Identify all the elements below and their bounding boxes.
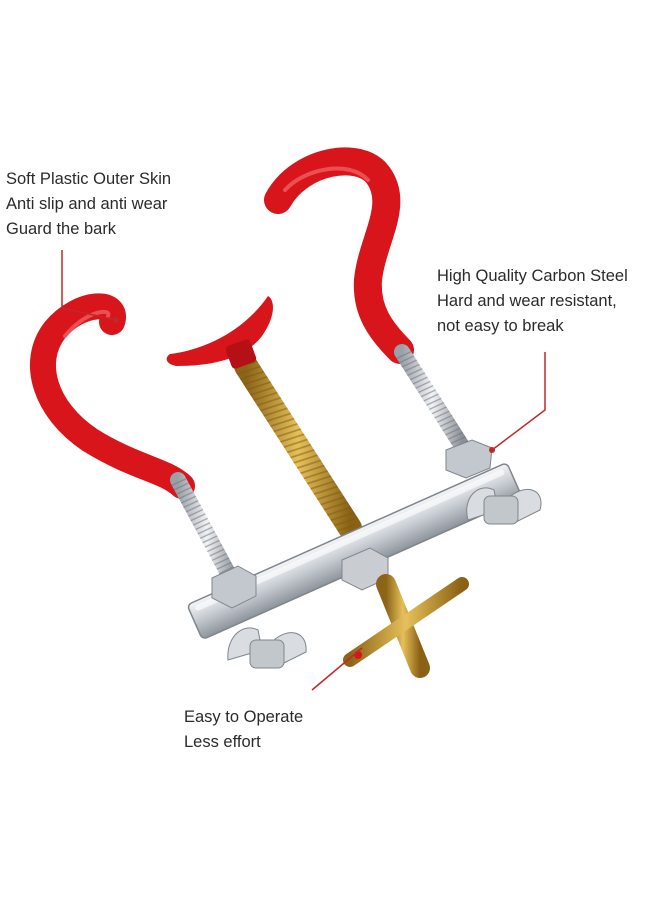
operate-line-1: Easy to Operate [184, 708, 304, 726]
left-wing-nut [227, 627, 307, 669]
steel-cross-bar [187, 463, 522, 639]
left-hook-red-coating [30, 293, 195, 499]
outer-skin-annotation: Soft Plastic Outer Skin Anti slip and an… [6, 167, 171, 242]
callout-line-operate [311, 647, 363, 691]
brass-handle-bar [343, 577, 469, 667]
outer-skin-line-3: Guard the bark [6, 220, 117, 238]
carbon-steel-line-1: High Quality Carbon Steel [437, 267, 628, 285]
callout-line-outer-skin [61, 250, 117, 321]
right-hook-red-coating [264, 147, 414, 364]
outer-skin-line-2: Anti slip and anti wear [6, 195, 168, 213]
operate-line-2: Less effort [184, 733, 261, 751]
operate-annotation: Easy to Operate Less effort [184, 705, 303, 755]
right-hex-nut [445, 439, 493, 479]
outer-skin-line-1: Soft Plastic Outer Skin [6, 170, 172, 188]
callout-line-carbon-steel [491, 352, 546, 451]
carbon-steel-line-3: not easy to break [437, 317, 564, 335]
left-hex-nut [211, 565, 257, 609]
left-hook-highlight [63, 309, 111, 338]
carbon-steel-line-2: Hard and wear resistant, [437, 292, 617, 310]
red-saddle-pad [166, 296, 273, 366]
right-wing-nut [466, 487, 542, 525]
carbon-steel-annotation: High Quality Carbon Steel Hard and wear … [437, 264, 628, 339]
